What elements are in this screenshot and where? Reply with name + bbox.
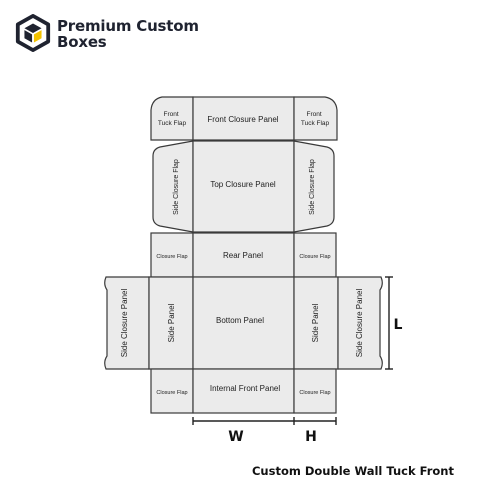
label-front-tuck-flap-right-line-1: Front	[307, 111, 322, 118]
label-front-tuck-flap-left-line-1: Front	[164, 111, 179, 118]
label-side-panel-right: Side Panel	[311, 303, 320, 342]
label-front-tuck-flap-left: Front Tuck Flap	[158, 111, 187, 127]
label-front-tuck-flap-right: Front Tuck Flap	[301, 111, 330, 127]
front-tuck-flap-left	[150, 96, 194, 141]
diagram-caption: Custom Double Wall Tuck Front	[251, 464, 454, 478]
dimension-label-l: L	[394, 317, 403, 333]
closure-flap-bottom-left	[150, 368, 194, 414]
bottom-panel	[192, 276, 295, 370]
label-front-closure-panel: Front Closure Panel	[207, 115, 278, 124]
front-tuck-flap-right	[293, 96, 338, 141]
label-side-closure-panel-right: Side Closure Panel	[355, 289, 364, 358]
label-side-closure-flap-right: Side Closure Flap	[309, 159, 316, 215]
label-front-tuck-flap-left-line-2: Tuck Flap	[158, 120, 187, 127]
label-internal-front-panel: Internal Front Panel	[210, 384, 280, 393]
logo-hexagon	[15, 14, 51, 52]
label-side-closure-flap-left: Side Closure Flap	[173, 159, 180, 215]
label-closure-flap-bottom-right: Closure Flap	[299, 390, 330, 396]
side-closure-flap-left	[152, 140, 194, 233]
side-closure-panel-left	[104, 276, 150, 370]
label-closure-flap-bottom-left: Closure Flap	[156, 390, 187, 396]
dimension-label-h: H	[305, 429, 317, 445]
side-closure-panel-right	[337, 276, 383, 370]
label-rear-panel: Rear Panel	[223, 251, 263, 260]
label-side-closure-panel-left: Side Closure Panel	[120, 289, 129, 358]
label-closure-flap-top-right: Closure Flap	[299, 254, 330, 260]
label-top-closure-panel: Top Closure Panel	[210, 180, 276, 189]
side-closure-flap-right	[293, 140, 335, 233]
front-closure-panel	[192, 96, 295, 141]
closure-flap-bottom-right	[293, 368, 337, 414]
brand-logo	[15, 14, 51, 52]
side-panel-left	[148, 276, 194, 370]
brand-name: Premium Custom Boxes	[57, 18, 199, 50]
top-closure-panel	[192, 140, 295, 233]
logo-box-right	[33, 30, 42, 43]
label-closure-flap-top-left: Closure Flap	[156, 254, 187, 260]
brand-line-1: Premium Custom	[57, 17, 199, 35]
internal-front-panel	[192, 368, 295, 414]
label-bottom-panel: Bottom Panel	[216, 316, 264, 325]
logo-box-left	[24, 30, 33, 43]
label-side-panel-left: Side Panel	[167, 303, 176, 342]
label-front-tuck-flap-right-line-2: Tuck Flap	[301, 120, 330, 127]
dimension-label-w: W	[228, 429, 243, 445]
brand-line-2: Boxes	[57, 33, 107, 51]
